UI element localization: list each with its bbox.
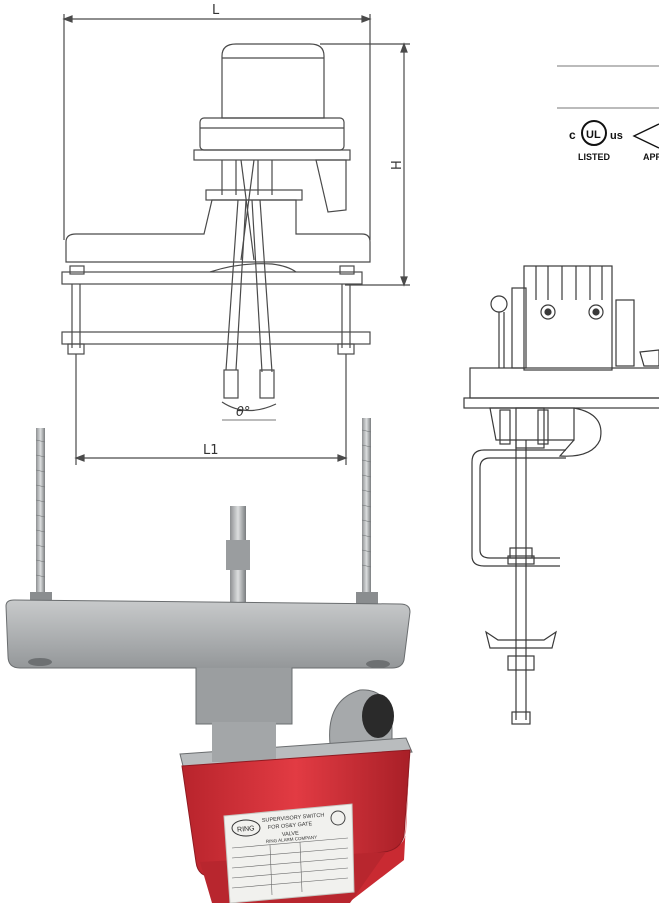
cert-ul-mark: UL bbox=[586, 129, 601, 141]
label-maker: RING ALARM COMPANY bbox=[266, 835, 318, 844]
certification-area bbox=[557, 65, 659, 149]
side-view-drawing bbox=[463, 265, 659, 725]
label-ul-seal-icon bbox=[330, 810, 346, 826]
label-title-line2: FOR OS&Y GATE bbox=[268, 821, 313, 831]
label-title-line3: VALVE bbox=[282, 831, 300, 838]
product-photo bbox=[5, 418, 413, 903]
dimension-label-angle: θ° bbox=[236, 405, 250, 420]
ul-logo-icon bbox=[581, 120, 607, 146]
dimension-label-l1: L1 bbox=[203, 443, 219, 458]
dimension-label-l: L bbox=[212, 3, 220, 18]
dimension-label-h: H bbox=[390, 160, 405, 170]
label-title-line1: SUPERVISORY SWITCH bbox=[262, 813, 325, 824]
ring-logo-icon bbox=[231, 819, 261, 837]
front-view-drawing bbox=[61, 14, 410, 465]
cert-us-mark: us bbox=[610, 130, 623, 142]
cert-approved: APP bbox=[643, 152, 659, 162]
approval-triangle-icon bbox=[632, 123, 659, 149]
cert-c-mark: c bbox=[569, 128, 576, 142]
cert-listed: LISTED bbox=[578, 152, 611, 162]
label-brand: RING bbox=[237, 825, 255, 833]
